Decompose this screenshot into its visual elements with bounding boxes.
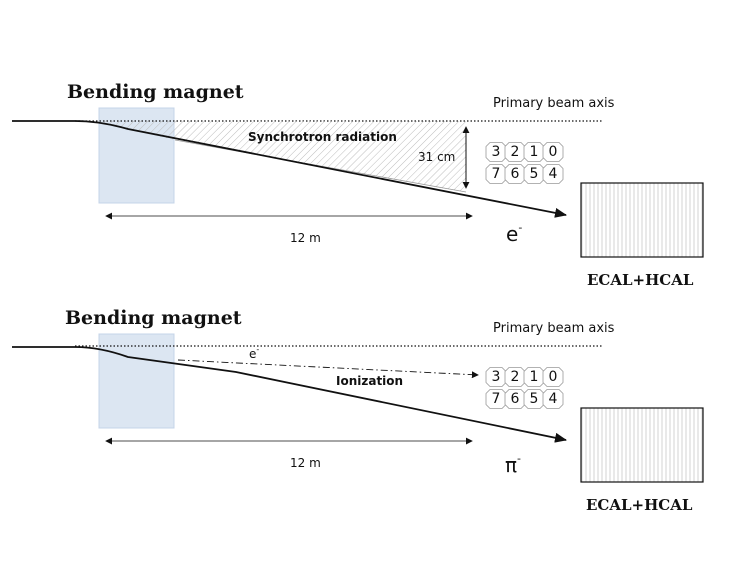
detector-cell [542, 142, 564, 162]
magnet-title: Bending magnet [67, 81, 244, 103]
magnet-title: Bending magnet [65, 307, 242, 329]
detector-cell-number: 1 [530, 369, 539, 385]
detector-cell-number: 0 [549, 369, 558, 385]
detector-cell-number: 5 [530, 391, 539, 407]
calorimeter-box [580, 182, 704, 258]
detector-cell-number: 6 [511, 391, 520, 407]
distance-label: 12 m [290, 456, 321, 470]
particle-label: e- [506, 221, 522, 246]
detector-cell-number: 0 [549, 144, 558, 160]
detector-cell [542, 164, 564, 184]
detector-cell-number: 3 [492, 369, 501, 385]
calorimeter-label: ECAL+HCAL [587, 271, 694, 289]
bending-magnet [98, 333, 175, 429]
pion-trajectory [12, 346, 567, 443]
secondary-electron-label: e- [249, 345, 259, 361]
detector-cell-number: 2 [511, 144, 520, 160]
detector-cell-number: 7 [492, 391, 501, 407]
detector-cell-number: 1 [530, 144, 539, 160]
panel-pion: Bending magnet Primary beam axis e- Ioni… [12, 307, 704, 514]
distance-label: 12 m [290, 231, 321, 245]
detector-cell [542, 367, 564, 387]
detector-cell-number: 4 [549, 166, 558, 182]
detector-cell-number: 7 [492, 166, 501, 182]
detector-cell-number: 4 [549, 391, 558, 407]
ionization-label: Ionization [336, 374, 403, 388]
detector-cell [542, 389, 564, 409]
calorimeter-label: ECAL+HCAL [586, 496, 693, 514]
synchrotron-label: Synchrotron radiation [248, 130, 397, 144]
offset-label: 31 cm [418, 150, 455, 164]
electron-trajectory [12, 120, 567, 218]
particle-label: π- [505, 452, 521, 477]
panel-electron: Bending magnet Primary beam axis Synchro… [12, 81, 704, 289]
knock-on-electron-path [177, 359, 479, 379]
detector-cell-number: 6 [511, 166, 520, 182]
detector-cell-number: 2 [511, 369, 520, 385]
detector-cell-number: 5 [530, 166, 539, 182]
calorimeter-box [580, 407, 704, 483]
beam-axis-label: Primary beam axis [493, 321, 615, 336]
synchrotron-radiation-fan [90, 121, 466, 192]
beam-axis-label: Primary beam axis [493, 96, 615, 111]
detector-cell-number: 3 [492, 144, 501, 160]
